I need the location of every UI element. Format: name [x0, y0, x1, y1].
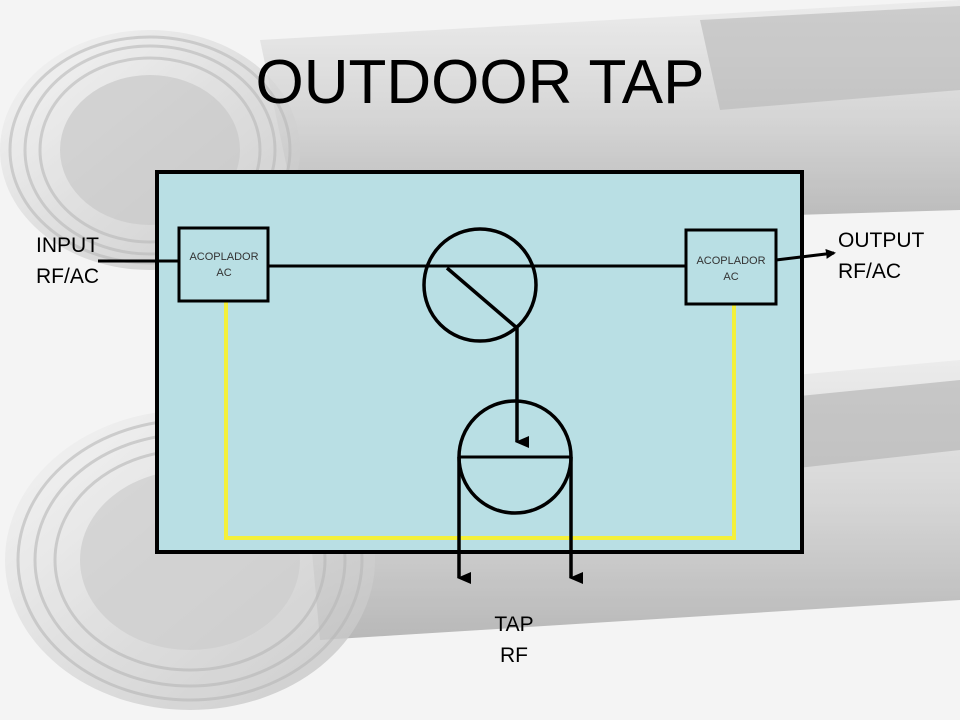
input-label-line2: RF/AC: [36, 265, 99, 288]
left-coupler-label-line2: AC: [216, 267, 231, 279]
page-title: OUTDOOR TAP: [255, 48, 705, 117]
ac-bypass-line: [224, 302, 736, 540]
tap-label-line2: RF: [500, 644, 528, 667]
right-coupler-label-line2: AC: [723, 271, 738, 283]
tap-label: TAP RF: [472, 609, 556, 671]
output-label-line2: RF/AC: [838, 260, 901, 283]
tap-label-line1: TAP: [494, 613, 534, 636]
left-coupler-box: [177, 226, 270, 303]
input-label: INPUT RF/AC: [36, 230, 99, 292]
directional-coupler-circle: [422, 227, 538, 343]
output-label: OUTPUT RF/AC: [838, 225, 924, 287]
input-label-line1: INPUT: [36, 234, 99, 257]
output-arrow: [775, 248, 836, 262]
left-coupler-label-line1: ACOPLADOR: [189, 251, 258, 263]
right-coupler-box: [684, 228, 778, 306]
coupler-diagonal: [445, 266, 519, 330]
right-coupler-label-line1: ACOPLADOR: [696, 255, 765, 267]
output-label-line1: OUTPUT: [838, 229, 925, 252]
